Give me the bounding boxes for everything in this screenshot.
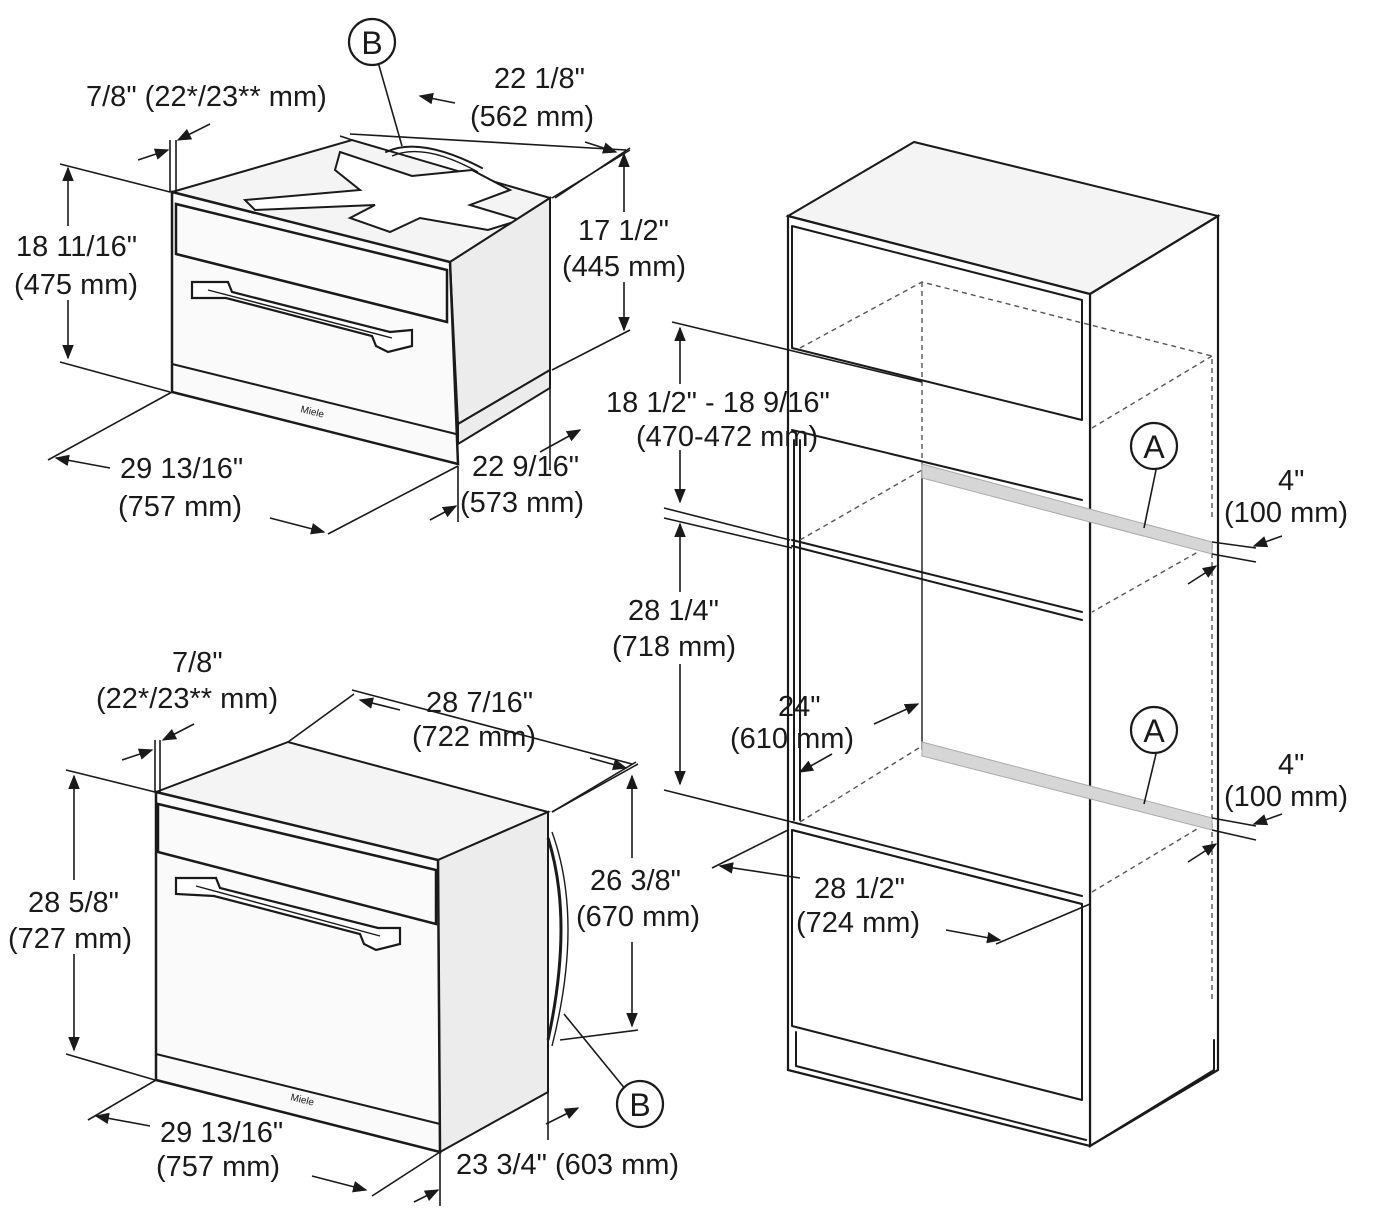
top-height-front-label: 18 11/16" (16, 231, 137, 263)
callout-b-top: B (361, 25, 382, 61)
cabinet-upper-opening-label: 18 1/2" - 18 9/16" (606, 387, 830, 419)
cabinet-depth-mm-label: (610 mm) (730, 723, 854, 755)
bottom-depth-panel-label: 7/8" (172, 647, 223, 679)
top-depth-label: 22 9/16" (472, 451, 579, 483)
top-width-back-label: 22 1/8" (494, 63, 585, 95)
cabinet-shelf-upper-label: 4" (1278, 465, 1304, 497)
top-width-back-mm-label: (562 mm) (470, 101, 594, 133)
bottom-height-front-mm-label: (727 mm) (8, 923, 132, 955)
top-oven-handle (190, 280, 414, 354)
callout-a-lower: A (1143, 713, 1165, 749)
cabinet-shelf-lower-mm-label: (100 mm) (1224, 781, 1348, 813)
top-width-front-label: 29 13/16" (120, 453, 243, 485)
top-height-side-label: 17 1/2" (578, 215, 669, 247)
cabinet-shelf-lower-label: 4" (1278, 749, 1304, 781)
cabinet-width-mm-label: (724 mm) (796, 907, 920, 939)
cabinet-drawing (785, 140, 1221, 1148)
top-width-front-mm-label: (757 mm) (118, 491, 242, 523)
cabinet-upper-opening-mm-label: (470-472 mm) (636, 421, 818, 453)
cabinet-shelf-upper-mm-label: (100 mm) (1224, 497, 1348, 529)
bottom-oven-dimensions: 7/8" (22*/23** mm) 28 7/16" (722 mm) 28 … (8, 647, 700, 1206)
callout-a-upper: A (1143, 429, 1165, 465)
bottom-width-front-mm-label: (757 mm) (156, 1151, 280, 1183)
top-vent-x (242, 150, 524, 234)
cabinet-lower-opening-mm-label: (718 mm) (612, 631, 736, 663)
top-oven-dimensions: 7/8" (22*/23** mm) 22 1/8" (562 mm) 18 1… (14, 17, 686, 535)
top-depth-panel-label: 7/8" (22*/23** mm) (86, 81, 327, 113)
cabinet-dimensions: 18 1/2" - 18 9/16" (470-472 mm) 28 1/4" … (606, 321, 1348, 945)
bottom-oven-handle (174, 876, 402, 952)
cabinet-width-label: 28 1/2" (814, 873, 905, 905)
cabinet-lower-opening-label: 28 1/4" (628, 595, 719, 627)
bottom-height-side-label: 26 3/8" (590, 865, 681, 897)
bottom-oven-drawing: Miele (152, 740, 569, 1154)
bottom-width-back-label: 28 7/16" (426, 687, 533, 719)
bottom-height-front-label: 28 5/8" (28, 887, 119, 919)
bottom-depth-label: 23 3/4" (603 mm) (456, 1149, 679, 1181)
callout-b-bottom: B (629, 1087, 650, 1123)
bottom-height-side-mm-label: (670 mm) (576, 901, 700, 933)
cabinet-depth-label: 24" (778, 691, 821, 723)
bottom-width-back-mm-label: (722 mm) (412, 721, 536, 753)
top-height-side-mm-label: (445 mm) (562, 251, 686, 283)
bottom-depth-panel-mm-label: (22*/23** mm) (96, 683, 278, 715)
top-depth-mm-label: (573 mm) (460, 487, 584, 519)
bottom-width-front-label: 29 13/16" (160, 1117, 283, 1149)
top-height-front-mm-label: (475 mm) (14, 269, 138, 301)
top-oven-drawing: Miele (168, 138, 553, 466)
